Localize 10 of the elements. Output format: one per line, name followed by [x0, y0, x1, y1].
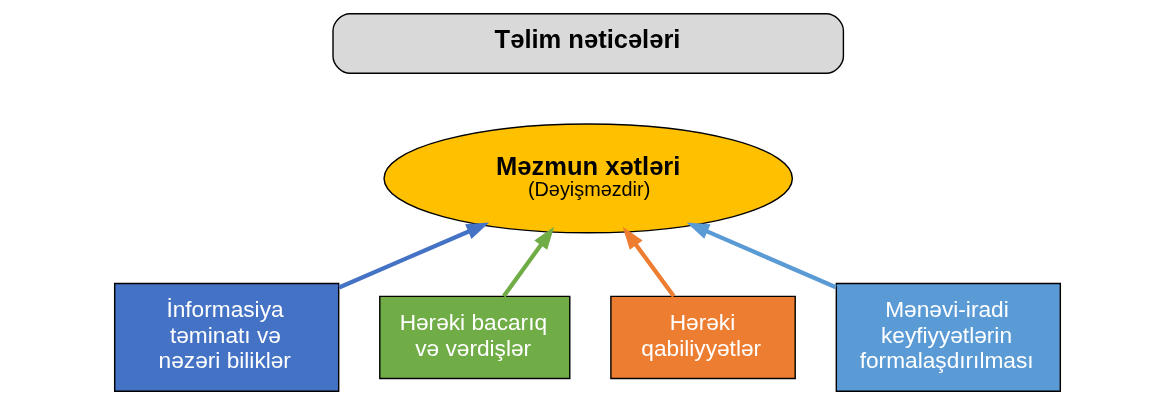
node-box: İnformasiya təminatı və nəzəri biliklər [113, 282, 340, 393]
node-box: Təlim nəticələri [332, 12, 845, 74]
arrow [501, 226, 555, 298]
node-box: Hərəki qabiliyyətlər [610, 295, 796, 380]
node-box: Mənəvi-iradi keyfiyyətlərin formalaşdırılması [835, 282, 1062, 393]
arrow [338, 222, 490, 290]
arrow [622, 226, 676, 298]
arrow [686, 222, 837, 290]
node-ellipse: Məzmun xətləri (Dəyişməzdir) [383, 123, 794, 234]
node-box: Hərəki bacarıq və vərdişlər [379, 295, 571, 380]
